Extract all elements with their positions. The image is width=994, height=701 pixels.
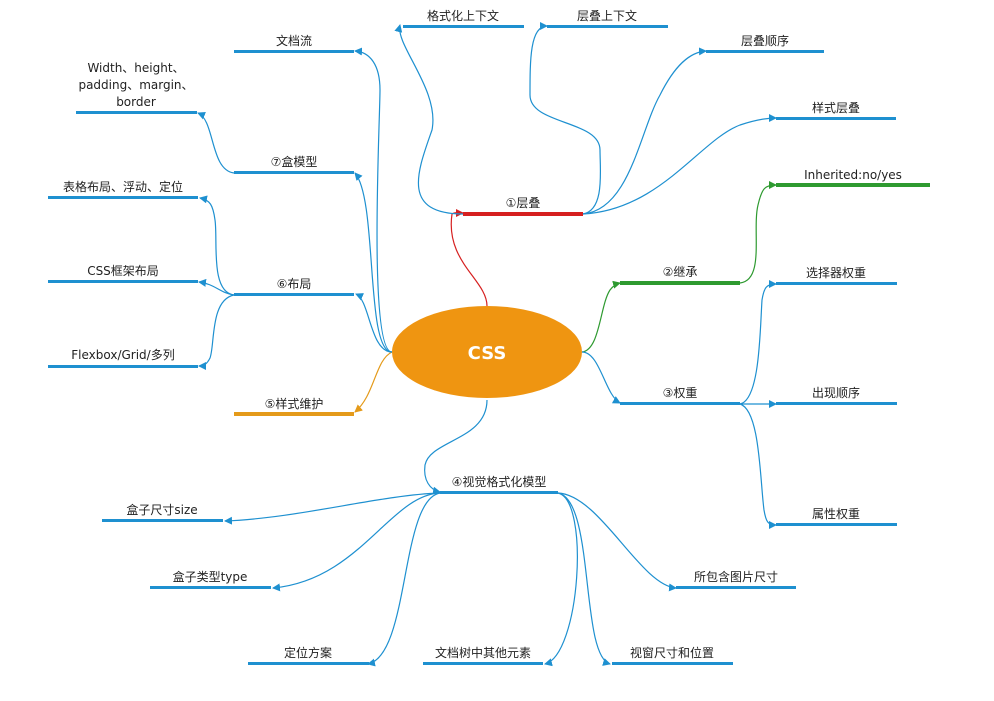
edge-vfm-other <box>544 492 578 667</box>
underline-cascade-order <box>706 50 824 53</box>
node-flexbox[interactable]: Flexbox/Grid/多列 <box>71 348 174 362</box>
edge-center-cascade <box>450 208 488 307</box>
underline-doc-flow <box>234 50 354 53</box>
edge-center-maintain <box>354 351 393 413</box>
edge-vfm-image <box>557 492 677 592</box>
underline-inherit <box>620 281 740 285</box>
underline-cascade <box>463 212 583 216</box>
node-doc-flow[interactable]: 文档流 <box>276 33 312 48</box>
node-maintain[interactable]: ⑤样式维护 <box>265 396 324 411</box>
node-style-cascade[interactable]: 样式层叠 <box>812 100 860 115</box>
edge-center-doc-flow <box>354 47 393 353</box>
node-image-size[interactable]: 所包含图片尺寸 <box>694 569 778 584</box>
node-other-elements[interactable]: 文档树中其他元素 <box>435 645 531 660</box>
node-selector-weight[interactable]: 选择器权重 <box>806 266 866 280</box>
edge-center-vfm <box>424 399 488 495</box>
underline-table-float <box>48 196 198 199</box>
edge-center-inherit <box>581 280 621 353</box>
underline-image-size <box>676 586 796 589</box>
edge-center-weight <box>581 351 621 404</box>
node-box-props-line3[interactable]: border <box>116 95 156 109</box>
edge-box-model-props <box>197 111 235 174</box>
edge-vfm-positioning <box>367 492 441 667</box>
underline-box-props <box>76 111 197 114</box>
node-format-ctx[interactable]: 格式化上下文 <box>427 8 499 23</box>
underline-appear-order <box>776 402 897 405</box>
edge-layout-frame <box>198 278 235 296</box>
edge-inherit-inherited <box>739 181 777 284</box>
node-appear-order[interactable]: 出现顺序 <box>812 385 860 400</box>
edge-center-layout <box>355 293 393 353</box>
underline-other-elements <box>423 662 543 665</box>
edge-vfm-viewport <box>557 492 611 666</box>
node-vfm[interactable]: ④视觉格式化模型 <box>452 474 547 489</box>
underline-cascade-ctx <box>547 25 668 28</box>
edge-weight-selector <box>739 280 777 405</box>
node-viewport[interactable]: 视窗尺寸和位置 <box>630 645 714 660</box>
node-underlines <box>48 25 930 665</box>
edge-cascade-style <box>582 114 777 215</box>
underline-selector-weight <box>776 282 897 285</box>
edge-cascade-cascade-ctx <box>529 22 602 215</box>
node-cascade-ctx[interactable]: 层叠上下文 <box>577 8 637 23</box>
underline-weight <box>620 402 740 405</box>
node-css-frame[interactable]: CSS框架布局 <box>87 264 159 278</box>
edge-layout-flexbox <box>198 294 235 370</box>
edge-vfm-box-size <box>224 492 441 525</box>
underline-style-cascade <box>776 117 896 120</box>
center-label: CSS <box>468 343 507 364</box>
node-attr-weight[interactable]: 属性权重 <box>812 507 860 521</box>
underline-maintain <box>234 412 354 416</box>
underline-css-frame <box>48 280 198 283</box>
node-cascade[interactable]: ①层叠 <box>506 196 541 210</box>
edge-cascade-format-ctx <box>394 24 464 215</box>
node-box-size[interactable]: 盒子尺寸size <box>126 502 197 517</box>
edge-cascade-order <box>582 47 707 215</box>
underline-box-type <box>150 586 271 589</box>
underline-flexbox <box>48 365 198 368</box>
node-box-props-line2[interactable]: padding、margin、 <box>78 78 193 92</box>
underline-viewport <box>612 662 733 665</box>
edge-vfm-box-type <box>272 492 441 592</box>
underline-layout <box>234 293 354 296</box>
center-node[interactable] <box>392 306 582 398</box>
underline-box-model <box>234 171 354 174</box>
edge-weight-attr <box>739 403 777 529</box>
node-box-type[interactable]: 盒子类型type <box>173 569 248 584</box>
node-box-model[interactable]: ⑦盒模型 <box>271 154 318 169</box>
underline-vfm <box>440 491 558 494</box>
underline-box-size <box>102 519 223 522</box>
underline-attr-weight <box>776 523 897 526</box>
underline-positioning <box>248 662 369 665</box>
node-inherited[interactable]: Inherited:no/yes <box>804 168 902 182</box>
edge-center-box-model <box>354 172 393 353</box>
node-cascade-order[interactable]: 层叠顺序 <box>741 33 789 48</box>
node-table-float[interactable]: 表格布局、浮动、定位 <box>63 179 183 194</box>
underline-format-ctx <box>403 25 524 28</box>
underline-inherited <box>776 183 930 187</box>
node-layout[interactable]: ⑥布局 <box>277 277 312 291</box>
node-positioning[interactable]: 定位方案 <box>284 645 332 660</box>
node-weight[interactable]: ③权重 <box>663 386 698 400</box>
node-box-props-line1[interactable]: Width、height、 <box>87 61 184 75</box>
edge-layout-table <box>199 195 235 296</box>
node-inherit[interactable]: ②继承 <box>663 265 698 279</box>
